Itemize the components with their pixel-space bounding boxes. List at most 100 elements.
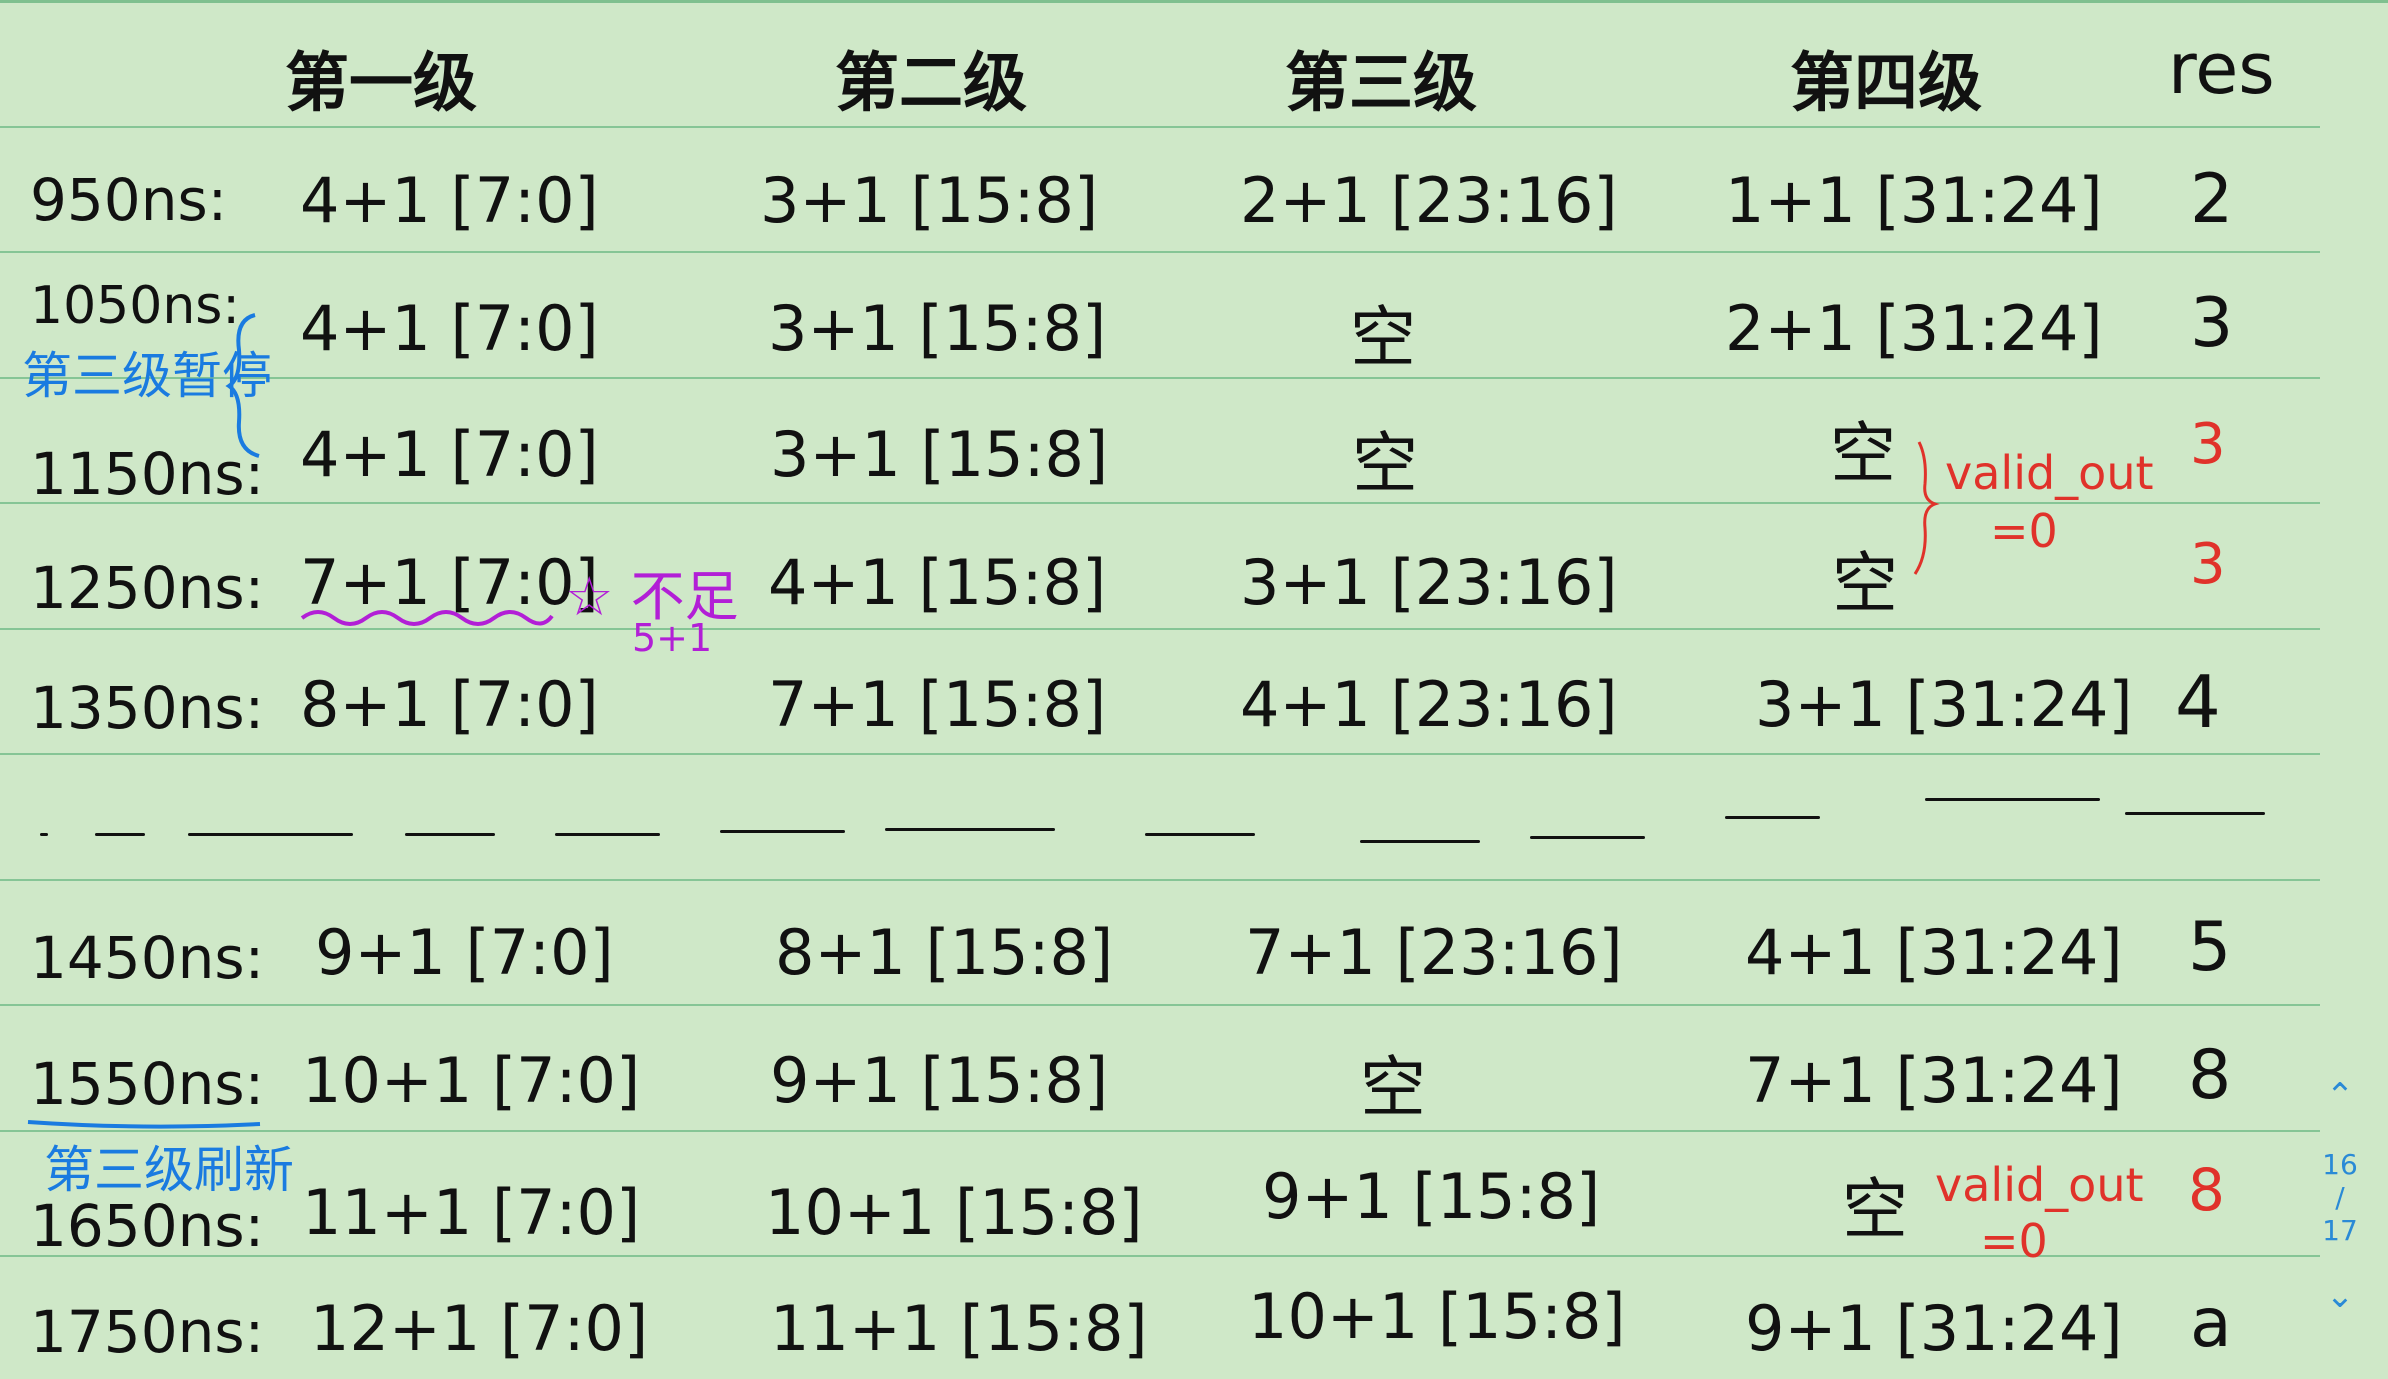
stall-note: 第三级暂停 xyxy=(22,347,272,405)
cell-stage1: 12+1 [7:0] xyxy=(310,1292,649,1365)
flush-underline xyxy=(27,1120,261,1129)
cell-res: 3 xyxy=(2190,284,2234,363)
page-down-button[interactable]: ⌄ xyxy=(2310,1276,2370,1316)
cell-stage1: 7+1 [7:0] xyxy=(300,546,599,619)
cell-stage1: 4+1 [7:0] xyxy=(300,292,599,365)
cell-stage3: 10+1 [15:8] xyxy=(1248,1280,1626,1353)
dash-segment xyxy=(40,833,48,836)
dash-segment xyxy=(188,833,353,836)
ruled-line xyxy=(0,502,2320,504)
dash-segment xyxy=(1530,836,1645,839)
cell-stage3: 空 xyxy=(1352,425,1418,502)
cell-stage4: 1+1 [31:24] xyxy=(1725,164,2103,237)
cell-res: 2 xyxy=(2190,160,2234,239)
dash-segment xyxy=(1925,798,2100,801)
page-current: 16 xyxy=(2322,1148,2358,1181)
cell-stage3: 9+1 [15:8] xyxy=(1262,1160,1601,1233)
cell-stage4: 空 xyxy=(1830,415,1896,492)
row-time: 950ns: xyxy=(30,166,228,234)
cell-res: 3 xyxy=(2190,412,2226,477)
dash-segment xyxy=(1145,833,1255,836)
page-separator: / xyxy=(2335,1181,2345,1214)
cell-stage4: 2+1 [31:24] xyxy=(1725,292,2103,365)
cell-stage1: 11+1 [7:0] xyxy=(302,1176,641,1249)
valid-brace-1 xyxy=(1913,441,1940,575)
dash-segment xyxy=(2125,812,2265,815)
cell-stage4: 7+1 [31:24] xyxy=(1745,1044,2123,1117)
ruled-line xyxy=(0,251,2320,253)
valid-out-value: =0 xyxy=(1990,504,2058,558)
cell-stage4: 4+1 [31:24] xyxy=(1745,916,2123,989)
cell-stage2: 4+1 [15:8] xyxy=(768,546,1107,619)
row-time: 1050ns: xyxy=(30,276,240,336)
cell-stage2: 11+1 [15:8] xyxy=(770,1292,1148,1365)
cell-stage2: 8+1 [15:8] xyxy=(775,916,1114,989)
cell-stage2: 10+1 [15:8] xyxy=(765,1176,1143,1249)
cell-stage3: 空 xyxy=(1350,299,1416,376)
cell-stage2: 7+1 [15:8] xyxy=(768,668,1107,741)
header-stage2: 第二级 xyxy=(835,47,1027,121)
flush-note: 第三级刷新 xyxy=(44,1141,294,1199)
row-time: 1250ns: xyxy=(30,554,265,622)
valid-out-note: valid_out xyxy=(1945,446,2154,500)
star-subnote: 5+1 xyxy=(632,616,713,660)
cell-stage4: 9+1 [31:24] xyxy=(1745,1292,2123,1365)
cell-res: 5 xyxy=(2188,908,2232,987)
page-indicator: 16 / 17 xyxy=(2310,1148,2370,1247)
row-time: 1350ns: xyxy=(30,674,265,742)
ruled-line xyxy=(0,377,2320,379)
cell-stage3: 3+1 [23:16] xyxy=(1240,546,1618,619)
chevron-down-icon: ⌄ xyxy=(2325,1276,2355,1316)
row-time: 1150ns: xyxy=(30,440,265,508)
ruled-line xyxy=(0,879,2320,881)
ruled-line xyxy=(0,1130,2320,1132)
cell-res: a xyxy=(2190,1284,2232,1363)
row-time: 1650ns: xyxy=(30,1192,265,1260)
header-stage1: 第一级 xyxy=(285,47,477,121)
cell-stage3: 空 xyxy=(1360,1049,1426,1126)
ruled-line xyxy=(0,1255,2320,1257)
cell-stage1: 4+1 [7:0] xyxy=(300,418,599,491)
page-total: 17 xyxy=(2322,1214,2358,1247)
dash-segment xyxy=(95,833,145,836)
dash-segment xyxy=(1360,840,1480,843)
dash-segment xyxy=(720,830,845,833)
chevron-up-icon: ⌃ xyxy=(2325,1076,2355,1116)
cell-stage3: 2+1 [23:16] xyxy=(1240,164,1618,237)
valid-out-note: valid_out xyxy=(1935,1158,2144,1212)
dash-segment xyxy=(1725,816,1820,819)
cell-res: 3 xyxy=(2190,532,2226,597)
valid-out-value: =0 xyxy=(1980,1214,2048,1268)
cell-stage2: 9+1 [15:8] xyxy=(770,1044,1109,1117)
dash-segment xyxy=(885,828,1055,831)
page-up-button[interactable]: ⌃ xyxy=(2310,1076,2370,1116)
top-edge xyxy=(0,0,2388,3)
cell-stage3: 4+1 [23:16] xyxy=(1240,668,1618,741)
cell-stage2: 3+1 [15:8] xyxy=(768,292,1107,365)
ruled-line xyxy=(0,628,2320,630)
cell-stage1: 9+1 [7:0] xyxy=(315,916,614,989)
cell-stage2: 3+1 [15:8] xyxy=(770,418,1109,491)
dash-segment xyxy=(555,833,660,836)
star-note: ☆ 不足 xyxy=(565,565,739,628)
ruled-line xyxy=(0,126,2320,128)
cell-stage2: 3+1 [15:8] xyxy=(760,164,1099,237)
header-stage3: 第三级 xyxy=(1285,47,1477,121)
row-time: 1750ns: xyxy=(30,1298,265,1366)
cell-stage4: 空 xyxy=(1832,545,1898,622)
header-res: res xyxy=(2168,28,2275,110)
ruled-line xyxy=(0,753,2320,755)
cell-stage4: 空 xyxy=(1842,1171,1908,1248)
cell-stage4: 3+1 [31:24] xyxy=(1755,668,2133,741)
cell-res: 4 xyxy=(2175,660,2221,744)
ruled-line xyxy=(0,1004,2320,1006)
wavy-underline xyxy=(300,610,554,626)
header-stage4: 第四级 xyxy=(1790,47,1982,121)
stall-brace xyxy=(225,313,260,458)
cell-res: 8 xyxy=(2188,1156,2225,1224)
cell-stage3: 7+1 [23:16] xyxy=(1245,916,1623,989)
cell-stage1: 4+1 [7:0] xyxy=(300,164,599,237)
cell-stage1: 10+1 [7:0] xyxy=(302,1044,641,1117)
cell-stage1: 8+1 [7:0] xyxy=(300,668,599,741)
